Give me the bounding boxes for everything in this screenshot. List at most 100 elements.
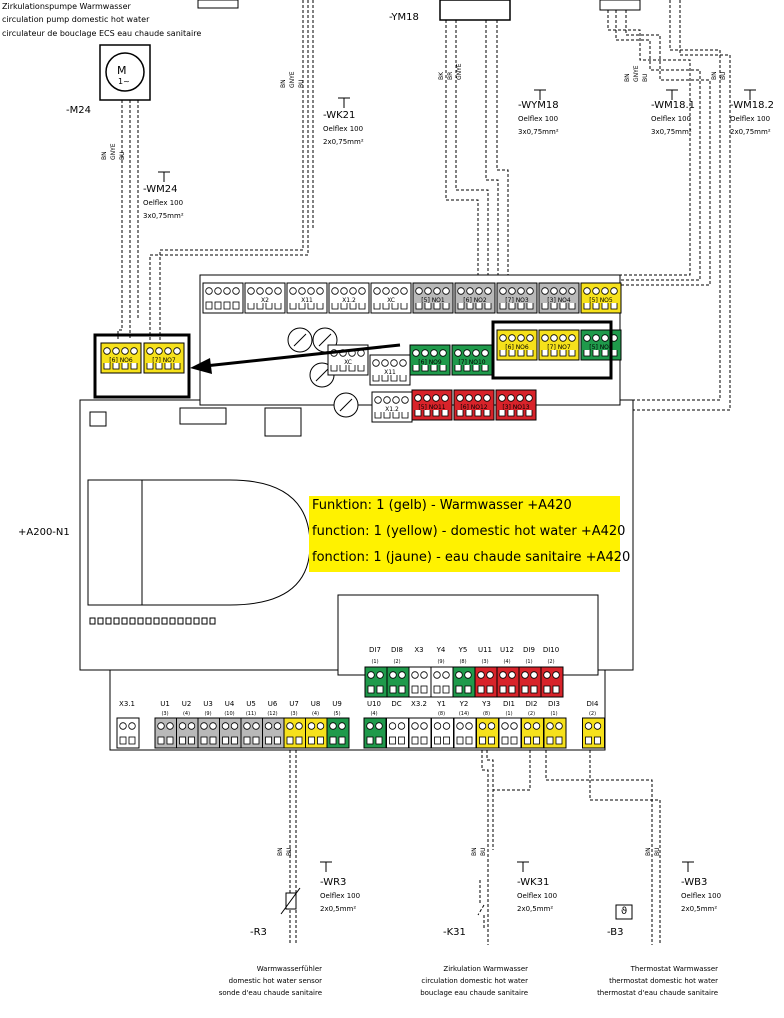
wire-code-7-1: BU <box>654 847 661 856</box>
io-top-u12 <box>496 666 520 698</box>
io-top-di7-screw-0 <box>367 671 375 679</box>
io-top-di9-screw-1 <box>530 671 538 679</box>
io-bl-sub-6: (12) <box>267 711 277 717</box>
relay-no7-screw-0 <box>541 334 549 342</box>
wire-code-3-0: BN <box>624 73 631 82</box>
cable-wk21-type: Oelflex 100 <box>323 125 364 133</box>
io-bl-u5-screw-1 <box>252 722 260 730</box>
zoom-box <box>93 333 191 399</box>
io-bl-u5-screw-0 <box>243 722 251 730</box>
device-b3-tag: -B3 <box>607 927 624 938</box>
conn-xc-mid-label-bg <box>329 358 367 365</box>
io-br-sub-7: (2) <box>528 711 535 717</box>
relay-no3-screw-0 <box>499 287 507 295</box>
io-br-di2-clamp-0 <box>524 736 531 745</box>
io-top-y4-clamp-0 <box>433 685 441 694</box>
cable-wk21-tag: -WK21 <box>323 110 356 121</box>
dip-switch <box>89 411 107 427</box>
conn-x2-screw-3 <box>274 287 282 295</box>
io-top-label-2: X3 <box>414 646 423 654</box>
io-bl-u4 <box>219 717 242 749</box>
relay-no5-screw-3 <box>610 287 618 295</box>
io-top-x3-clamp-0 <box>411 685 419 694</box>
io-br-y2-screw-1 <box>465 722 473 730</box>
function-note-de: Funktion: 1 (gelb) - Warmwasser +A420 <box>312 498 572 513</box>
io-bl-u3-screw-0 <box>200 722 208 730</box>
conn-x11-label-bg <box>288 296 326 303</box>
wire-18 <box>486 735 494 850</box>
relay-no8-label-bg <box>582 343 620 350</box>
io-top-di7-screw-1 <box>376 671 384 679</box>
wire-code-3-2: BU <box>642 73 649 82</box>
sensor-r3-slash <box>280 887 301 915</box>
io-br-di3-clamp-0 <box>546 736 554 745</box>
conn-xc-label-bg <box>372 296 410 303</box>
relay-no8-screw-2 <box>601 334 609 342</box>
relay-no9: [6] NO9 <box>409 344 451 376</box>
zoom-arrow-line <box>204 343 401 368</box>
io-br-u10-screw-0 <box>366 722 374 730</box>
device-r3-desc-de: Warmwasserfühler <box>256 965 322 973</box>
io-top-label-0: DI7 <box>369 646 381 654</box>
device-b3-desc-de: Thermostat Warmwasser <box>630 965 718 973</box>
io-bl-u3 <box>197 717 221 749</box>
zoom-no6-screw-3 <box>130 347 138 355</box>
device-k31-tag: -K31 <box>443 927 466 938</box>
conn-xc-mid-clamp-0 <box>330 363 338 372</box>
wire-code-4-1: BU <box>720 71 727 80</box>
wire-code-1-0: BN <box>101 151 108 160</box>
led-4 <box>121 617 128 625</box>
relay-no6-screw-3 <box>526 334 534 342</box>
io-bl-sub-3: (9) <box>204 711 211 717</box>
relay-no2-label: [6] NO2 <box>463 297 487 304</box>
ym18-tag: -YM18 <box>389 12 419 23</box>
rj-socket <box>264 407 302 437</box>
motor-tag: -M24 <box>66 105 91 116</box>
cable-wk21-size: 2x0,75mm² <box>323 138 364 146</box>
board-cover <box>87 479 311 606</box>
wire-code-2-2: GNYE <box>456 63 463 80</box>
io-bl-u6-clamp-0 <box>265 736 272 745</box>
conn-xc-clamp-0 <box>373 301 381 310</box>
conn-first <box>202 282 244 314</box>
conn-x11-clamp-3 <box>316 301 324 310</box>
m18-box <box>599 0 641 11</box>
io-top-sub-4: (8) <box>459 659 466 665</box>
io-top-label-4: Y5 <box>458 646 468 654</box>
io-bl-label-0: X3.1 <box>119 700 135 708</box>
conn-x11-clamp-0 <box>289 301 297 310</box>
io-br-sub-8: (1) <box>550 711 557 717</box>
io-top-label-8: DI10 <box>543 646 559 654</box>
io-br-label-4: Y2 <box>459 700 469 708</box>
io-top-di7 <box>364 666 388 698</box>
conn-x2-label-bg <box>246 296 284 303</box>
function-note: Funktion: 1 (gelb) - Warmwasser +A420 fu… <box>309 496 630 572</box>
io-top-label-7: DI9 <box>523 646 535 654</box>
relay-no6-label: [6] NO6 <box>505 344 529 351</box>
io-top-sub-7: (1) <box>525 659 532 665</box>
pot-mark-0 <box>293 333 307 347</box>
cable-wym18-type: Oelflex 100 <box>518 115 559 123</box>
relay-no6-screw-2 <box>517 334 525 342</box>
io-br-x3-2-screw-1 <box>420 722 428 730</box>
cable-wm18-1-type: Oelflex 100 <box>651 115 692 123</box>
io-top-sub-8: (2) <box>547 659 554 665</box>
io-br-y2-screw-0 <box>456 722 464 730</box>
io-br-sub-0: (4) <box>370 711 377 717</box>
conn-x1-2-clamp-3 <box>358 301 366 310</box>
io-top-label-5: U11 <box>478 646 492 654</box>
io-bl-u4-screw-0 <box>221 722 230 730</box>
conn-xc: XC <box>370 282 412 314</box>
relay-no13-screw-2 <box>516 394 524 402</box>
io-bl-label-5: U5 <box>246 700 256 708</box>
conn-x2-screw-1 <box>256 287 264 295</box>
wire-code-1-1: GNYE <box>110 143 117 160</box>
io-bl-u8-clamp-0 <box>308 736 315 745</box>
cable-wr3-type: Oelflex 100 <box>320 892 361 900</box>
relay-no5-label: [5] NO5 <box>589 297 613 304</box>
io-bl-label-6: U6 <box>268 700 278 708</box>
io-br-sub-6: (1) <box>505 711 512 717</box>
relay-no10-screw-3 <box>481 349 489 357</box>
io-bl-u2-screw-1 <box>187 722 196 730</box>
